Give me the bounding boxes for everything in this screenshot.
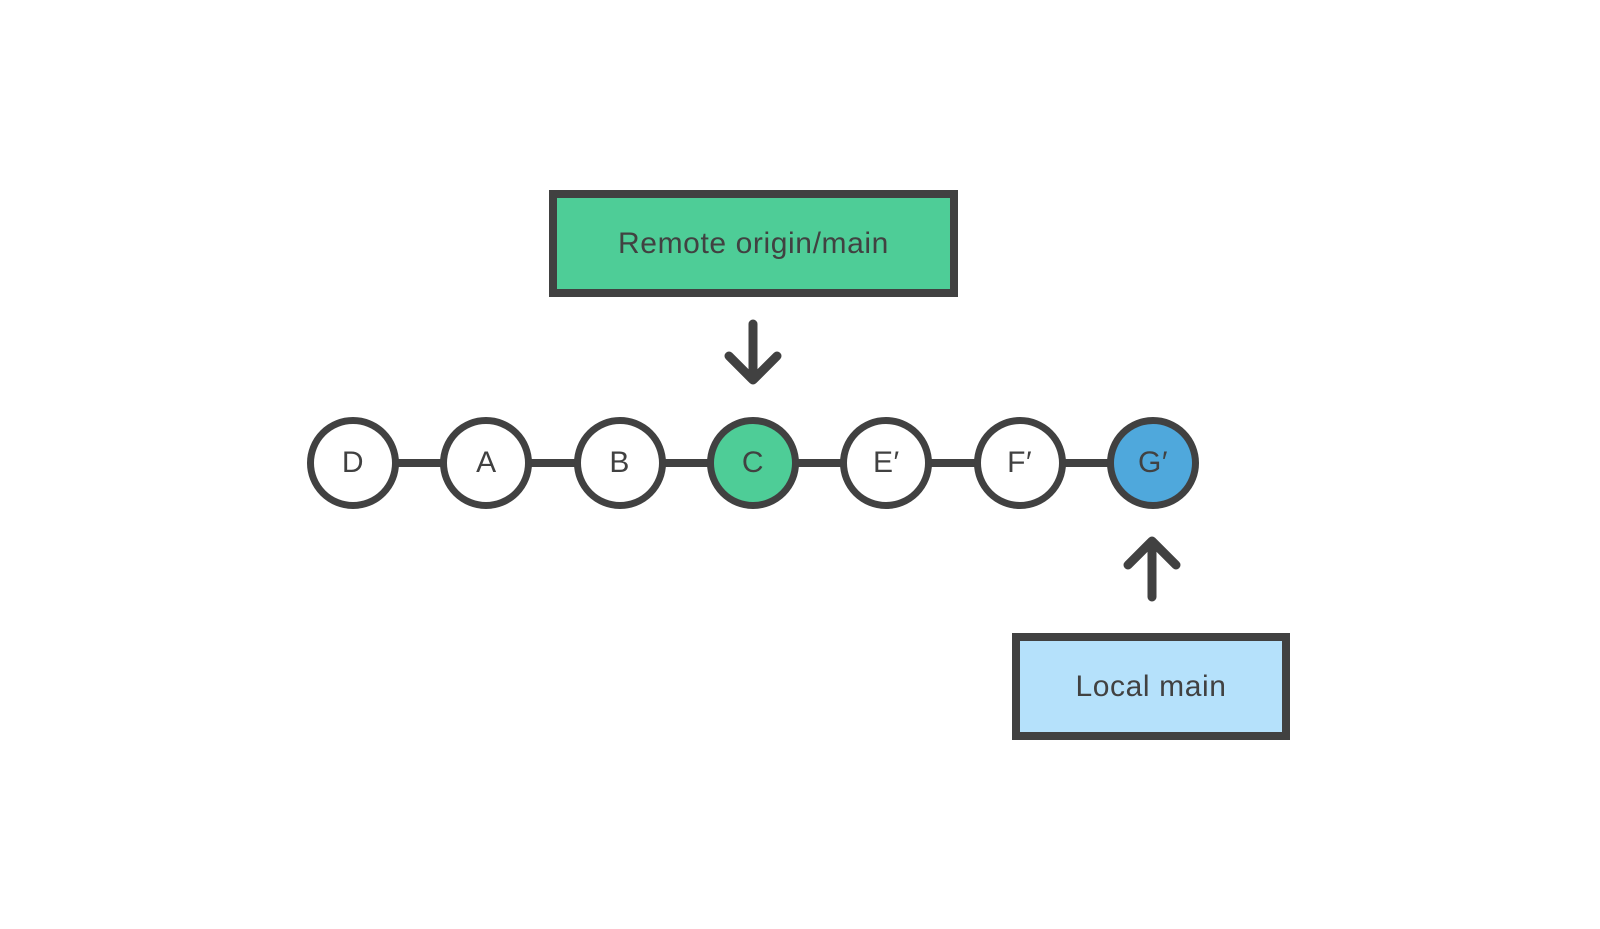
commit-node: F′: [973, 417, 1066, 509]
commit-label: A: [476, 446, 497, 479]
commit-label: C: [741, 446, 765, 479]
commit-row: D A B C E′ F′ G′: [307, 417, 1199, 509]
commit-label: F′: [1007, 446, 1033, 479]
commit-node: G′: [1106, 417, 1199, 509]
remote-branch-box: Remote origin/main: [549, 190, 958, 297]
commit-node: E′: [840, 417, 933, 509]
commit-node: D: [307, 417, 399, 509]
commit-label: G′: [1137, 446, 1168, 479]
commit-label: E′: [872, 446, 900, 479]
commit-node: C: [706, 417, 799, 509]
down-arrow-icon: [724, 319, 782, 385]
remote-branch-label: Remote origin/main: [618, 226, 889, 260]
up-arrow-icon: [1123, 536, 1181, 602]
commit-node: A: [440, 417, 533, 509]
commit-label: B: [609, 446, 630, 479]
local-branch-box: Local main: [1012, 633, 1290, 740]
commit-label: D: [341, 446, 365, 479]
commit-node: B: [573, 417, 666, 509]
local-branch-label: Local main: [1075, 669, 1227, 703]
